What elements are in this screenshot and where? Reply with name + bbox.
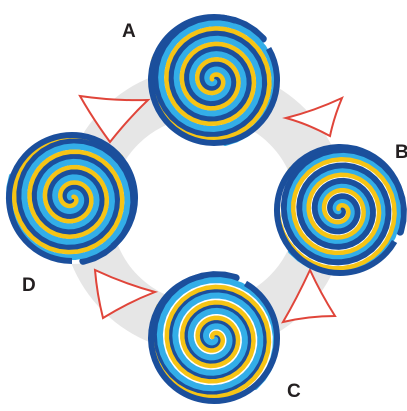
label-a: A [122,22,136,41]
spiral-a [148,14,280,146]
label-c: C [287,382,301,401]
spiral-b [274,144,406,276]
label-d: D [22,276,36,295]
spiral-c [148,272,280,404]
label-b: B [395,143,407,162]
spirals-group [6,14,406,404]
spiral-d [6,132,138,264]
